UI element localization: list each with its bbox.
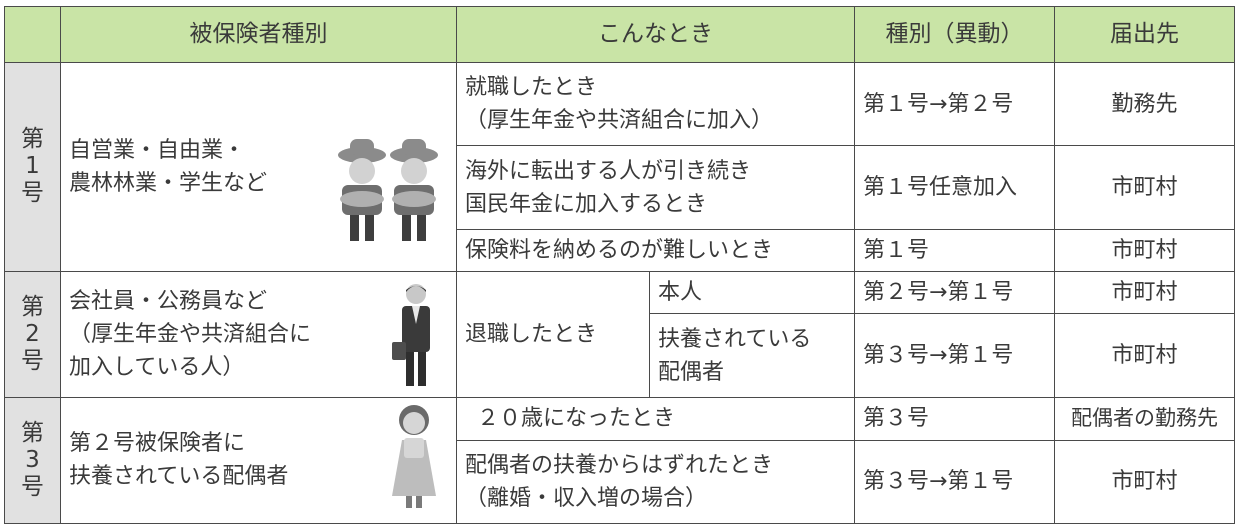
change-cell: 第１号任意加入 [854,145,1055,230]
when-cell: 保険料を納めるのが難しいとき [456,228,855,272]
file-with-cell: 勤務先 [1054,61,1235,147]
table-row: 第 1 号 自営業・自由業・ 農林林業・学生など [4,61,1235,272]
change-cell: 第１号→第２号 [854,61,1055,147]
table-row: 扶養されている 配偶者 第３号→第１号 市町村 [5,313,1235,398]
file-with-cell: 配偶者の勤務先 [1054,396,1235,441]
header-when: こんなとき [456,6,855,63]
table-row: 第 3 号 第２号被保険者に 扶養されている配偶者 ２０歳になったとき 第３号 … [4,396,1235,525]
file-with-cell: 市町村 [1054,228,1235,272]
sub-when-cell: 本人 [649,270,855,315]
group-label-1: 第 1 号 [4,62,61,272]
file-with-cell: 市町村 [1054,439,1235,525]
change-cell: 第３号→第１号 [854,439,1055,525]
insured-type-cell-1: 自営業・自由業・ 農林林業・学生など [60,62,457,272]
table-row: 第 2 号 会社員・公務員など （厚生年金や共済組合に 加入している人） 退職し… [4,270,1235,398]
header-row: 被保険者種別 こんなとき 種別（異動） 届出先 [4,6,1235,63]
header-category-change: 種別（異動） [854,6,1055,63]
change-cell: 第２号→第１号 [854,270,1055,315]
when-cell: ２０歳になったとき [456,396,855,441]
change-cell: 第３号→第１号 [854,313,1055,398]
header-file-with: 届出先 [1054,6,1235,63]
group-label-2: 第 2 号 [4,270,61,398]
table-row: 保険料を納めるのが難しいとき 第１号 市町村 [5,228,1235,272]
when-cell: 就職したとき （厚生年金や共済組合に加入） [456,61,855,147]
when-cell: 配偶者の扶養からはずれたとき （離婚・収入増の場合） [456,439,855,525]
header-corner [4,6,61,63]
file-with-cell: 市町村 [1054,270,1235,315]
change-cell: 第１号 [854,228,1055,272]
office-worker-icon [392,283,430,386]
insured-type-cell-2: 会社員・公務員など （厚生年金や共済組合に 加入している人） [60,270,457,398]
insurance-notification-table: 被保険者種別 こんなとき 種別（異動） 届出先 第 1 号 自営業・自由業・ 農… [4,6,1235,525]
insured-type-description: 第２号被保険者に 扶養されている配偶者 [69,431,289,490]
table-row: 配偶者の扶養からはずれたとき （離婚・収入増の場合） 第３号→第１号 市町村 [5,439,1235,525]
file-with-cell: 市町村 [1054,313,1235,398]
header-insured-type: 被保険者種別 [60,6,457,63]
file-with-cell: 市町村 [1054,145,1235,230]
insured-type-cell-3: 第２号被保険者に 扶養されている配偶者 [60,396,457,525]
when-cell: 海外に転出する人が引き続き 国民年金に加入するとき [456,145,855,230]
woman-icon [392,404,436,508]
sub-when-cell: 扶養されている 配偶者 [649,313,855,398]
table-row: 海外に転出する人が引き続き 国民年金に加入するとき 第１号任意加入 市町村 [5,145,1235,230]
group-label-3: 第 3 号 [4,396,61,525]
when-cell: 退職したとき [456,270,650,398]
insured-type-description: 自営業・自由業・ 農林林業・学生など [69,137,268,196]
change-cell: 第３号 [854,396,1055,441]
farmers-icon [338,139,438,241]
insured-type-description: 会社員・公務員など （厚生年金や共済組合に 加入している人） [69,288,312,380]
